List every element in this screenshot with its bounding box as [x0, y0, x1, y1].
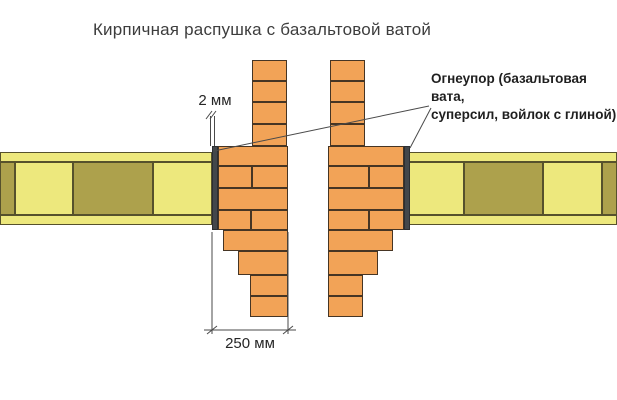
brick	[218, 166, 288, 188]
floor-board-block	[15, 162, 73, 215]
floor-joist-block	[602, 162, 617, 215]
brick	[218, 210, 288, 230]
mortar-joint	[368, 211, 370, 229]
brick	[252, 124, 287, 146]
brick	[250, 296, 288, 317]
brick	[218, 146, 288, 166]
brick	[330, 81, 365, 102]
leader-line-left-strip	[213, 105, 430, 152]
brick	[328, 188, 404, 210]
brick	[218, 188, 288, 210]
basalt-wool-strip-left	[212, 146, 218, 230]
width-dimension-label: 250 мм	[225, 335, 275, 352]
floor-bottom-board-right	[409, 215, 617, 225]
floor-top-board-right	[409, 152, 617, 162]
brick	[238, 251, 288, 275]
brick	[250, 275, 288, 296]
floor-top-board-left	[0, 152, 212, 162]
floor-core-right	[409, 162, 617, 215]
floor-board-block	[543, 162, 602, 215]
brick	[252, 102, 287, 124]
floor-joist-block	[464, 162, 543, 215]
brick	[330, 60, 365, 81]
floor-bottom-board-left	[0, 215, 212, 225]
floor-board-block	[409, 162, 464, 215]
brick	[328, 230, 393, 251]
mortar-joint	[368, 167, 370, 187]
brick	[328, 275, 363, 296]
floor-band-left	[0, 152, 212, 225]
basalt-wool-strip-right	[404, 146, 410, 230]
floor-board-block	[153, 162, 212, 215]
gap-dim-tick-a	[205, 110, 213, 120]
leader-line-right-strip	[409, 107, 432, 149]
brick	[328, 166, 404, 188]
floor-band-right	[409, 152, 617, 225]
floor-joist-block	[0, 162, 15, 215]
fireproof-material-label: Огнеупор (базальтовая вата, суперсил, во…	[431, 70, 617, 124]
mortar-joint	[251, 167, 253, 187]
brick	[328, 210, 404, 230]
brick	[328, 296, 363, 317]
diagram-title: Кирпичная распушка с базальтовой ватой	[92, 20, 432, 39]
gap-dim-tick-b	[209, 110, 217, 120]
width-dim-tick-left	[206, 325, 218, 335]
brick	[328, 251, 378, 275]
brick	[223, 230, 288, 251]
gap-dimension-label: 2 мм	[198, 92, 232, 109]
brick	[328, 146, 404, 166]
floor-core-left	[0, 162, 212, 215]
brick	[330, 102, 365, 124]
fireproof-label-line1: Огнеупор (базальтовая вата,	[431, 71, 587, 104]
mortar-joint	[250, 211, 252, 229]
brick	[252, 60, 287, 81]
floor-joist-block	[73, 162, 153, 215]
brick	[252, 81, 287, 102]
brick	[330, 124, 365, 146]
width-dim-tick-right	[282, 325, 294, 335]
fireproof-label-line2: суперсил, войлок с глиной)	[431, 107, 617, 122]
